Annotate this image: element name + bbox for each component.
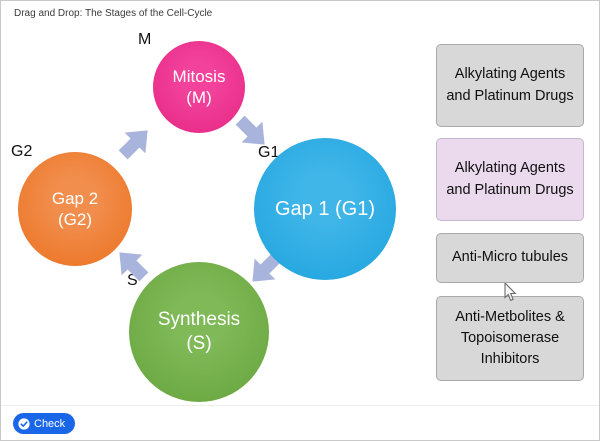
drag-card-alkylating-agents-2[interactable]: Alkylating Agents and Platinum Drugs	[436, 138, 584, 221]
drop-target-gap1[interactable]: Gap 1 (G1)	[254, 138, 396, 280]
stage-text-line: Gap 1 (G1)	[274, 197, 376, 220]
cycle-arrow-g1-to-s-icon	[235, 239, 294, 298]
footer-divider	[1, 405, 599, 406]
stage-text-line: Gap 2	[51, 188, 99, 208]
drop-target-gap2[interactable]: Gap 2 (G2)	[18, 152, 132, 266]
check-button-label: Check	[34, 417, 66, 430]
stage-text-line: Synthesis	[157, 309, 241, 331]
drag-card-alkylating-agents-1[interactable]: Alkylating Agents and Platinum Drugs	[436, 44, 584, 127]
stage-label-g2: G2	[11, 143, 33, 160]
drop-target-mitosis[interactable]: Mitosis (M)	[153, 41, 245, 133]
drag-card-anti-microtubules[interactable]: Anti-Micro tubules	[436, 233, 584, 283]
cycle-arrow-m-to-g1-icon	[222, 102, 281, 161]
cycle-arrow-s-to-g2-icon	[102, 235, 161, 294]
cycle-arrow-g2-to-m-icon	[105, 113, 164, 172]
stage-text-line: (G2)	[58, 210, 92, 229]
check-circle-icon	[18, 417, 30, 430]
stage-label-g1: G1	[258, 144, 280, 161]
stage-label-m: M	[138, 31, 152, 48]
drag-card-anti-metabolites[interactable]: Anti-Metbolites & Topoisomerase Inhibito…	[436, 296, 584, 381]
stage-label-s: S	[127, 272, 138, 289]
mouse-cursor-icon	[504, 281, 517, 307]
stage-text-line: (M)	[186, 88, 212, 107]
stage-text-line: Mitosis	[172, 66, 226, 86]
stage-text-line: (S)	[186, 333, 212, 354]
check-button[interactable]: Check	[13, 413, 76, 434]
page-title: Drag and Drop: The Stages of the Cell-Cy…	[14, 8, 213, 19]
drop-target-synthesis[interactable]: Synthesis (S)	[129, 262, 269, 402]
